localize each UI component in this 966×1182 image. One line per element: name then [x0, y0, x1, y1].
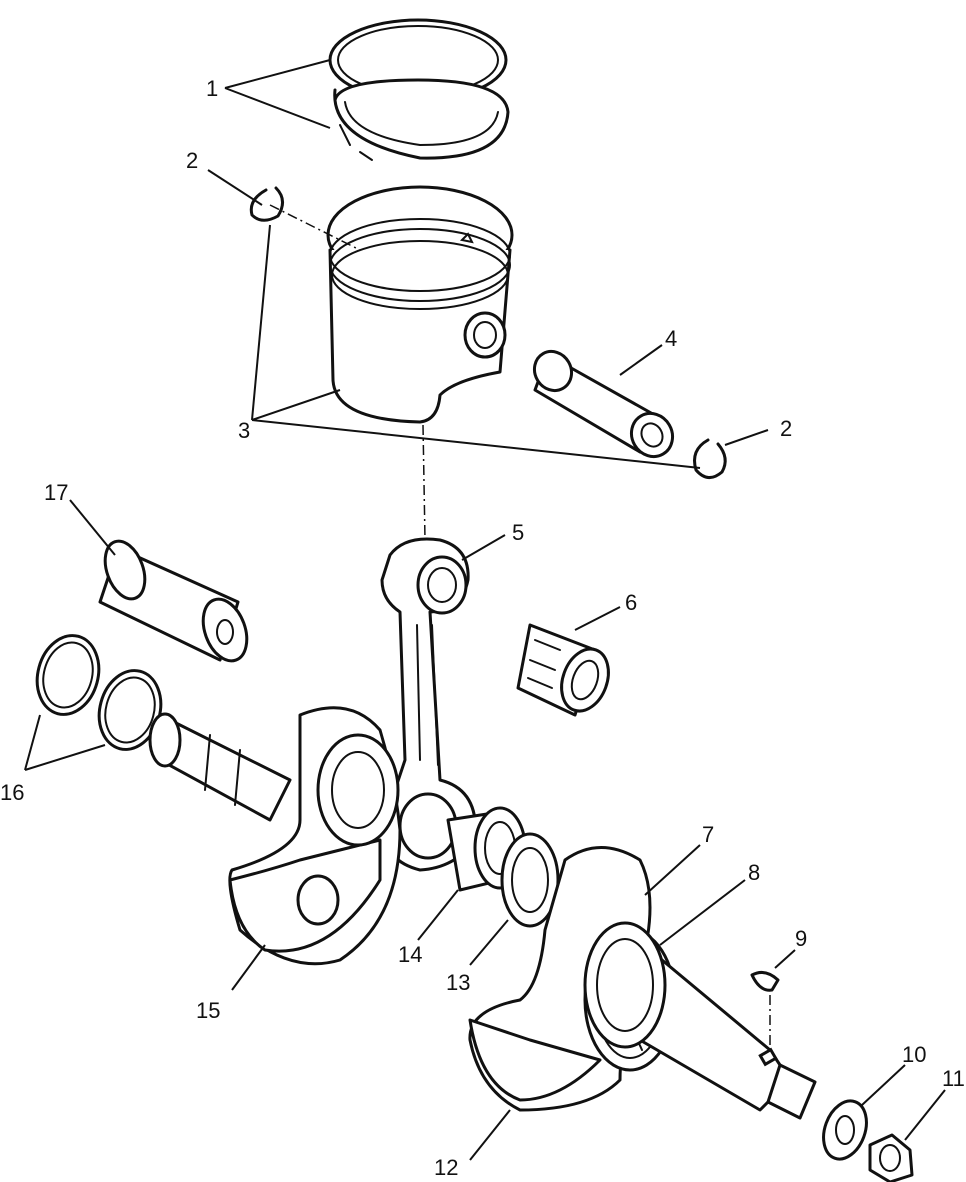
- centerline-piston: [269, 204, 361, 251]
- hex-nut: [868, 1133, 914, 1182]
- piston-rings: [328, 18, 510, 161]
- oil-seals: [35, 634, 163, 751]
- callout-8: 8: [748, 860, 760, 885]
- callout-13: 13: [446, 970, 470, 995]
- circlip-left: [249, 186, 284, 222]
- center-bearing: [446, 806, 527, 892]
- callout-9: 9: [795, 926, 807, 951]
- piston-pin: [532, 349, 675, 459]
- small-end-bearing: [516, 623, 610, 717]
- callout-4: 4: [665, 326, 677, 351]
- callout-7: 7: [702, 822, 714, 847]
- woodruff-key: [750, 970, 780, 992]
- centerline-rod: [422, 424, 426, 541]
- callout-5: 5: [512, 520, 524, 545]
- piston: [326, 185, 514, 424]
- callout-17: 17: [44, 480, 68, 505]
- callout-10: 10: [902, 1042, 926, 1067]
- callout-15: 15: [196, 998, 220, 1023]
- circlip-right: [693, 438, 727, 479]
- crank-pin: [98, 539, 249, 663]
- leader-lines: [24, 59, 946, 1161]
- callout-2-right: 2: [780, 416, 792, 441]
- washer: [822, 1099, 868, 1161]
- callout-11: 11: [942, 1066, 965, 1091]
- callout-16: 16: [0, 780, 24, 805]
- callout-14: 14: [398, 942, 422, 967]
- callout-1: 1: [206, 76, 218, 101]
- callout-2-left: 2: [186, 148, 198, 173]
- callout-12: 12: [434, 1155, 458, 1180]
- main-bearing: [583, 921, 667, 1049]
- crankshaft-left-half: [148, 706, 402, 966]
- callout-6: 6: [625, 590, 637, 615]
- callout-3: 3: [238, 418, 250, 443]
